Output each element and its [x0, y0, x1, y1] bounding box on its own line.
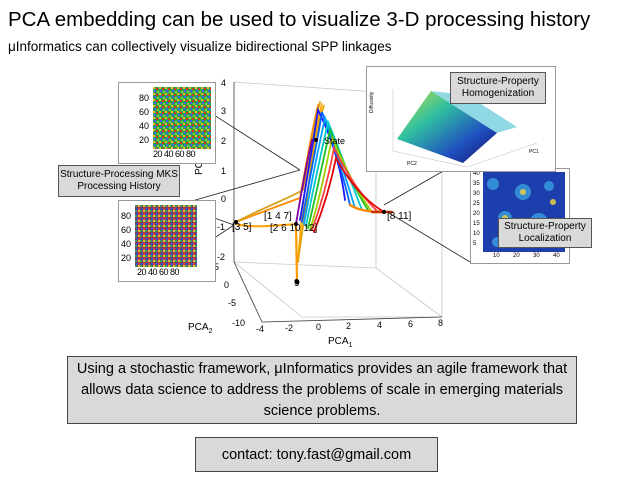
microstructure-thumbnail-top: 80 60 40 20 20 40 60 80 [118, 82, 216, 164]
noise-image [153, 87, 211, 149]
point-label: [2 6 10 12] [270, 223, 318, 234]
y-tick: -10 [232, 318, 246, 328]
contact-box: contact: tony.fast@gmail.com [195, 437, 438, 472]
axis-label-pca1: PCA1 [328, 336, 353, 349]
x-tick: -4 [256, 324, 265, 334]
point-label: [8 11] [387, 211, 412, 222]
z-tick: 0 [221, 194, 227, 204]
y-tick: -5 [228, 298, 237, 308]
x-tick: -2 [285, 323, 294, 333]
x-tick: 8 [438, 318, 444, 328]
axis-label-pca2: PCA2 [188, 322, 213, 335]
callout-processing-history: Structure-Processing MKS Processing Hist… [58, 165, 180, 197]
y-tick: 0 [224, 280, 230, 290]
microstructure-thumbnail-bottom: 80 60 40 20 20 40 60 80 [118, 200, 216, 282]
z-tick: 4 [221, 78, 227, 88]
z-tick: -2 [217, 252, 226, 262]
y-tick: 5 [214, 262, 220, 272]
state-label: State [324, 136, 346, 146]
slide-title: PCA embedding can be used to visualize 3… [8, 8, 591, 31]
x-tick: 2 [346, 321, 352, 331]
point-label: 9 [294, 278, 300, 289]
summary-box: Using a stochastic framework, μInformati… [67, 356, 577, 424]
z-tick: 3 [221, 106, 227, 116]
localization-field-thumbnail: 40 35 30 25 20 15 10 5 10 20 30 40 [470, 168, 570, 264]
noise-image [135, 205, 197, 267]
point-label: [3 5] [232, 222, 252, 233]
callout-homogenization: Structure-Property Homogenization [450, 72, 546, 104]
x-tick: 6 [408, 319, 414, 329]
trajectories [235, 101, 394, 284]
z-tick: 1 [221, 166, 227, 176]
z-tick: 2 [221, 136, 227, 146]
slide-subtitle: μInformatics can collectively visualize … [8, 39, 392, 54]
z-tick: -1 [217, 222, 226, 232]
x-tick: 4 [377, 320, 383, 330]
point-label: [1 4 7] [264, 211, 292, 222]
x-tick: 0 [316, 322, 322, 332]
callout-localization: Structure-Property Localization [498, 218, 592, 248]
